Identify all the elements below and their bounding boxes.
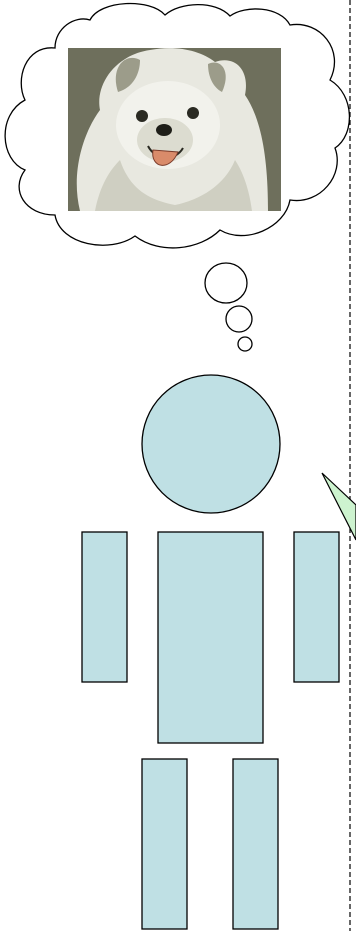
dog-eye-left xyxy=(136,110,148,122)
person-body xyxy=(158,532,263,743)
thought-bubble-large xyxy=(205,263,247,303)
speech-pointer xyxy=(322,473,356,540)
thought-bubble-small xyxy=(238,337,252,351)
person-arm-left xyxy=(82,532,127,682)
person-figure xyxy=(82,375,339,929)
thought-bubble-medium xyxy=(226,306,252,332)
person-arm-right xyxy=(294,532,339,682)
dog-eye-right xyxy=(187,107,199,119)
person-head xyxy=(142,375,280,513)
person-leg-right xyxy=(233,759,278,929)
dog-picture xyxy=(68,48,281,211)
dog-nose xyxy=(156,124,172,136)
person-leg-left xyxy=(142,759,187,929)
